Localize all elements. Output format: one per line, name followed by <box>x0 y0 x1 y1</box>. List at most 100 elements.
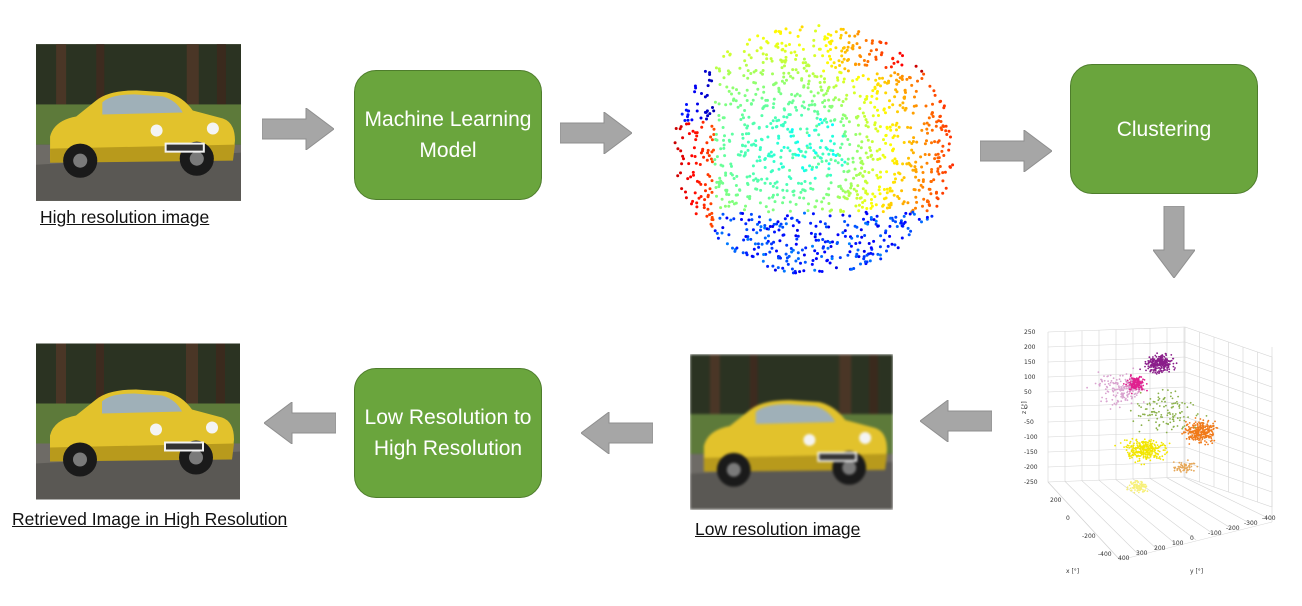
cluster-point <box>1118 386 1120 389</box>
cluster-point <box>1146 455 1149 458</box>
point-cloud-dot <box>794 105 798 109</box>
cluster-point <box>1155 373 1158 375</box>
point-cloud-dot <box>794 57 798 61</box>
point-cloud-dot <box>891 123 895 127</box>
point-cloud-dot <box>790 216 793 220</box>
point-cloud-dot <box>840 117 844 121</box>
cluster-point <box>1126 446 1129 449</box>
arrow-left-icon <box>920 400 992 442</box>
cluster-point <box>1149 440 1152 443</box>
cluster-point <box>1162 458 1165 461</box>
point-cloud-dot <box>771 225 775 228</box>
x-tick-label: 200 <box>1050 497 1062 504</box>
z-tick-label: -200 <box>1024 464 1038 471</box>
cluster-point <box>1182 426 1184 429</box>
cluster-point <box>1126 439 1128 442</box>
point-cloud-dot <box>862 249 866 253</box>
point-cloud-dot <box>858 107 862 111</box>
point-cloud-dot <box>814 151 818 155</box>
point-cloud-dot <box>802 85 806 89</box>
point-cloud-dot <box>859 196 863 200</box>
point-cloud-dot <box>689 175 693 179</box>
point-cloud-dot <box>783 64 786 68</box>
cluster-point <box>1146 403 1149 406</box>
car-photo-icon <box>36 343 240 500</box>
cluster-point <box>1145 485 1148 488</box>
point-cloud-dot <box>947 142 951 146</box>
point-cloud-dot <box>915 140 919 144</box>
point-cloud-dot <box>846 162 850 166</box>
cluster-point <box>1187 429 1189 432</box>
point-cloud-dot <box>863 199 867 203</box>
cluster-point <box>1174 390 1177 393</box>
point-cloud-dot <box>853 224 857 228</box>
point-cloud-dot <box>937 159 941 163</box>
cluster-point <box>1140 488 1143 490</box>
point-cloud-dot <box>751 228 755 232</box>
cluster-point <box>1133 483 1136 486</box>
point-cloud-dot <box>863 63 867 67</box>
cluster-point <box>1170 354 1173 356</box>
cluster-point <box>1148 440 1151 443</box>
point-cloud-dot <box>723 134 726 138</box>
point-cloud-dot <box>829 173 833 177</box>
point-cloud-dot <box>840 163 844 167</box>
point-cloud-dot <box>866 156 870 159</box>
point-cloud-dot <box>771 106 775 109</box>
point-cloud-dot <box>789 74 792 78</box>
cluster-point <box>1186 406 1189 409</box>
point-cloud-dot <box>823 37 827 41</box>
point-cloud-dot <box>830 64 834 68</box>
cluster-point <box>1131 388 1134 390</box>
point-cloud-dot <box>926 199 929 203</box>
point-cloud-dot <box>795 237 799 241</box>
point-cloud-dot <box>875 48 878 52</box>
cluster-point <box>1204 429 1206 431</box>
point-cloud-dot <box>876 108 879 112</box>
point-cloud-dot <box>870 140 874 144</box>
point-cloud-dot <box>719 180 723 184</box>
cluster-point <box>1204 432 1207 435</box>
point-cloud-dot <box>807 74 811 78</box>
point-cloud-dot <box>870 204 874 208</box>
point-cloud-dot <box>694 131 697 135</box>
point-cloud-dot <box>815 165 819 169</box>
point-cloud-dot <box>820 270 824 273</box>
cluster-point <box>1144 408 1147 410</box>
point-cloud-dot <box>782 269 786 273</box>
cluster-point <box>1138 489 1141 492</box>
point-cloud-dot <box>897 80 901 84</box>
point-cloud-dot <box>759 71 763 75</box>
point-cloud-dot <box>777 136 781 140</box>
cluster-point <box>1133 386 1136 389</box>
point-cloud-dot <box>834 66 838 69</box>
point-cloud-dot <box>873 87 877 90</box>
cluster-point <box>1105 397 1108 400</box>
cluster-point <box>1107 382 1110 385</box>
point-cloud-dot <box>703 183 707 187</box>
point-cloud-dot <box>895 128 898 132</box>
point-cloud-dot <box>890 242 894 246</box>
cluster-point <box>1176 467 1179 470</box>
point-cloud-dot <box>680 162 684 166</box>
cluster-point <box>1149 453 1152 456</box>
cluster-point <box>1123 396 1126 399</box>
point-cloud-dot <box>706 173 710 177</box>
point-cloud-dot <box>846 59 849 62</box>
point-cloud-dot <box>882 138 885 142</box>
point-cloud-dot <box>685 103 688 106</box>
cluster-point <box>1165 404 1167 407</box>
point-cloud-dot <box>771 119 775 123</box>
cluster-point <box>1214 420 1216 423</box>
point-cloud-dot <box>763 226 767 230</box>
cluster-point <box>1154 369 1157 372</box>
cluster-point <box>1168 442 1171 445</box>
cluster-point <box>1206 421 1209 423</box>
cluster-point <box>1149 442 1152 445</box>
point-cloud-dot <box>676 174 680 178</box>
point-cloud-dot <box>804 61 808 65</box>
point-cloud-dot <box>815 116 819 120</box>
point-cloud-dot <box>827 187 831 191</box>
point-cloud-dot <box>796 251 800 255</box>
cluster-point <box>1205 435 1208 437</box>
